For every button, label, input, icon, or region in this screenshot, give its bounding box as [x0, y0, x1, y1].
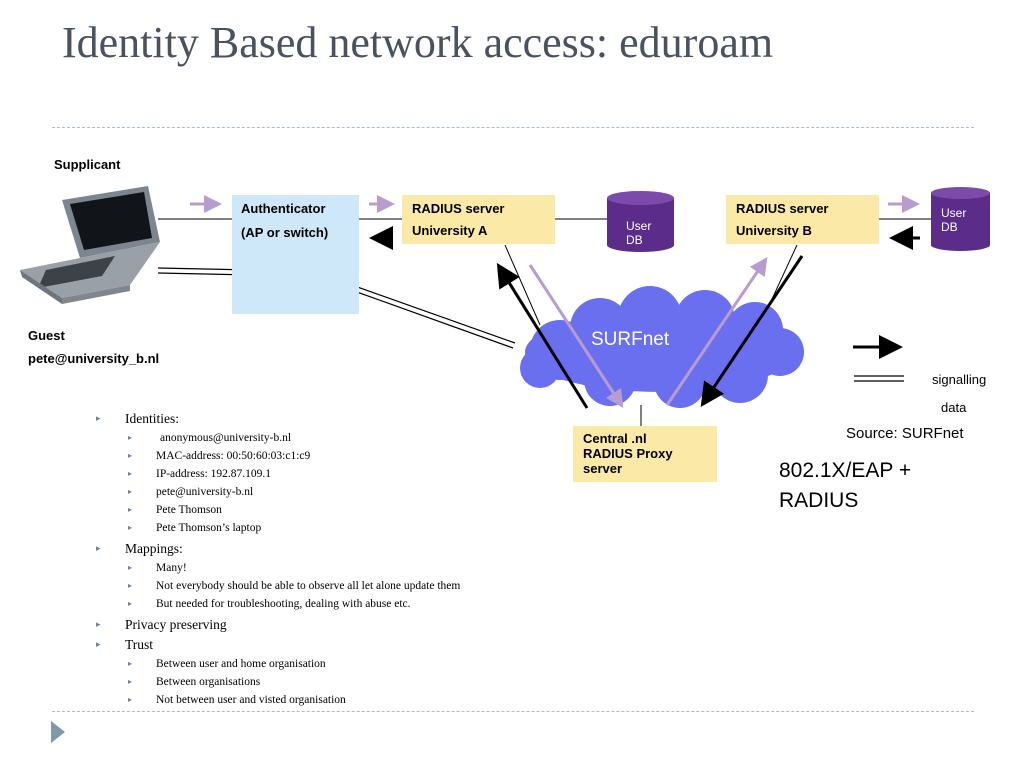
list-item: pete@university-b.nl: [125, 483, 460, 501]
list-item: Pete Thomson: [125, 501, 460, 519]
laptop-icon: [20, 186, 160, 304]
guest-identity: pete@university_b.nl: [28, 351, 160, 366]
surfnet-cloud: [520, 286, 804, 408]
authenticator-box: Authenticator (AP or switch): [232, 195, 359, 314]
radius-b-sublabel: University B: [736, 223, 812, 238]
source-note: Source: SURFnet: [846, 425, 964, 442]
guest-label: Guest: [28, 328, 65, 343]
bullet-privacy: Privacy preserving: [96, 616, 460, 633]
legend-data-label: data: [941, 400, 967, 415]
supplicant-label: Supplicant: [54, 157, 121, 172]
request-arrows: [190, 195, 920, 409]
bullet-mappings: Mappings: Many! Not everybody should be …: [96, 540, 460, 613]
bullet-list: Identities: anonymous@university-b.nl MA…: [96, 410, 460, 712]
authenticator-label: Authenticator: [241, 201, 326, 216]
list-item: Pete Thomson’s laptop: [125, 519, 460, 537]
response-arrows: [369, 226, 920, 409]
surfnet-label: SURFnet: [591, 329, 670, 350]
mappings-sublist: Many! Not everybody should be able to ob…: [125, 559, 460, 613]
protocol-label: 802.1X/EAP +RADIUS: [779, 459, 912, 512]
list-item: anonymous@university-b.nl: [125, 429, 460, 447]
bullet-identities: Identities: anonymous@university-b.nl MA…: [96, 410, 460, 537]
list-item: Not everybody should be able to observe …: [125, 577, 460, 595]
bullet-trust: Trust Between user and home organisation…: [96, 636, 460, 709]
radius-server-a-box: RADIUS server University A: [402, 195, 555, 244]
radius-a-sublabel: University A: [412, 223, 488, 238]
identities-sublist: anonymous@university-b.nl MAC-address: 0…: [125, 429, 460, 537]
user-db-b-cylinder: [931, 187, 990, 251]
slide-title: Identity Based network access: eduroam: [62, 18, 774, 67]
proxy-label-2: RADIUS Proxy: [583, 446, 673, 461]
proxy-label-3: server: [583, 461, 623, 476]
list-item: Not between user and visted organisation: [125, 691, 460, 709]
list-item: Between organisations: [125, 673, 460, 691]
legend-signalling-label: signalling: [932, 372, 987, 387]
list-item: IP-address: 192.87.109.1: [125, 465, 460, 483]
authenticator-sublabel: (AP or switch): [241, 225, 329, 240]
list-item: Many!: [125, 559, 460, 577]
bottom-divider: [52, 711, 974, 712]
next-slide-arrow-icon[interactable]: [51, 721, 65, 743]
proxy-label-1: Central .nl: [583, 431, 647, 446]
list-item: Between user and home organisation: [125, 655, 460, 673]
link-radius-a-cloud: [504, 244, 541, 326]
top-divider: [52, 127, 974, 128]
radius-b-label: RADIUS server: [736, 201, 829, 216]
radius-a-label: RADIUS server: [412, 201, 505, 216]
radius-server-b-box: RADIUS server University B: [726, 195, 879, 244]
proxy-server-box: Central .nl RADIUS Proxy server: [573, 426, 717, 482]
user-db-a-cylinder: [607, 191, 674, 252]
list-item: MAC-address: 00:50:60:03:c1:c9: [125, 447, 460, 465]
list-item: But needed for troubleshooting, dealing …: [125, 595, 460, 613]
trust-sublist: Between user and home organisation Betwe…: [125, 655, 460, 709]
